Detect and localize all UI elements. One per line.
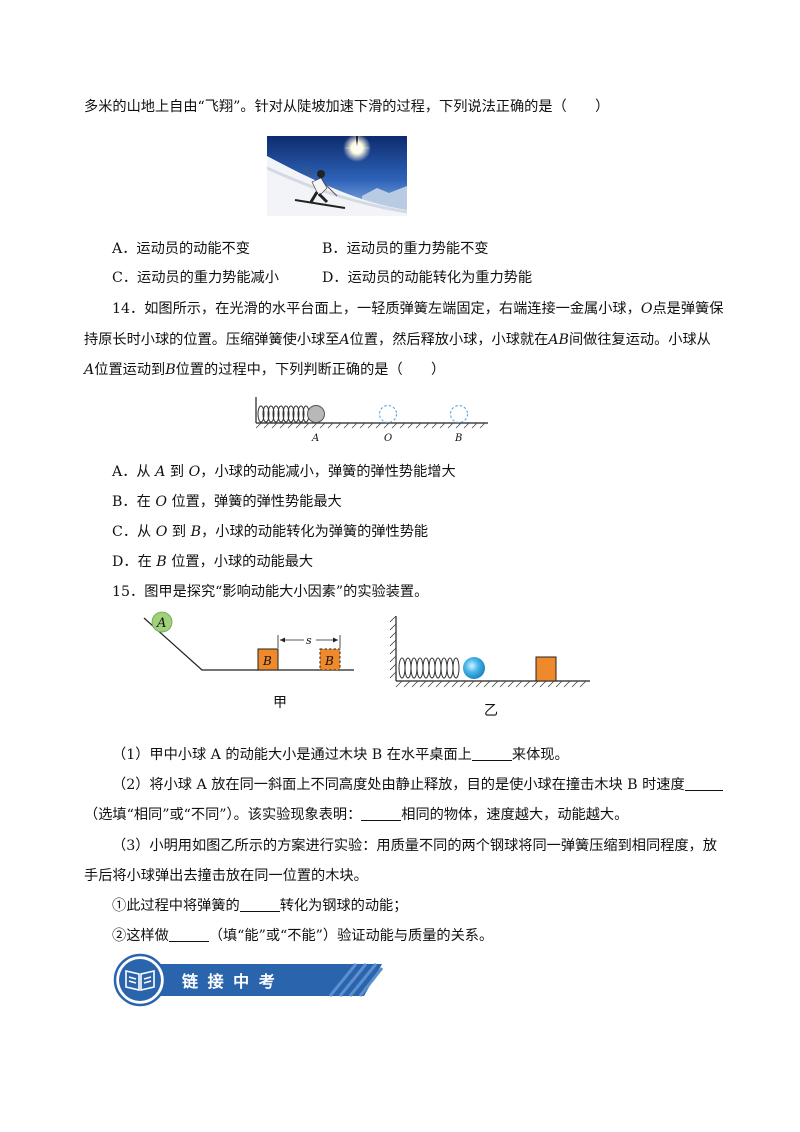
label-o: O	[384, 433, 392, 444]
answer-blank-4[interactable]	[239, 897, 280, 912]
q15-sub2: ②这样做（填“能”或“不能”）验证动能与质量的关系。	[112, 927, 494, 944]
q13-option-d: D．运动员的动能转化为重力势能	[322, 270, 533, 286]
svg-text:B: B	[262, 654, 272, 668]
label-b: B	[454, 433, 462, 444]
q13-option-c: C．运动员的重力势能减小	[112, 270, 279, 286]
q14-stem-line2: 持原长时小球的位置。压缩弹簧使小球至A位置，然后释放小球，小球就在AB间做往复运…	[84, 332, 711, 348]
q15-part3-line1: （3）小明用如图乙所示的方案进行实验：用质量不同的两个钢球将同一弹簧压缩到相同程…	[112, 838, 717, 854]
q14-option-a: A．从 A 到 O，小球的动能减小，弹簧的弹性势能增大	[112, 464, 456, 480]
figure-yi	[389, 614, 595, 688]
q14-stem-line1: 14．如图所示，在光滑的水平台面上，一轻质弹簧左端固定，右端连接一金属小球，O点…	[112, 301, 724, 317]
section-banner: 链 接 中 考	[112, 952, 392, 1008]
spring-icon	[398, 657, 460, 679]
skier-icon	[294, 165, 346, 209]
answer-blank-5[interactable]	[168, 927, 209, 942]
q15-stem: 15．图甲是探究“影响动能大小因素”的实验装置。	[112, 584, 429, 600]
svg-text:B: B	[324, 654, 334, 668]
q15-part2-line2: （选填“相同”或“不同”）。该实验现象表明：相同的物体，速度越大，动能越大。	[84, 806, 629, 823]
ball-position-b	[449, 404, 469, 424]
spring-figure: A O B	[252, 393, 492, 445]
ski-photo	[267, 136, 407, 216]
svg-text:A: A	[156, 616, 166, 631]
answer-blank-3[interactable]	[361, 806, 402, 821]
q15-part1: （1）甲中小球 A 的动能大小是通过木块 B 在水平桌面上来体现。	[112, 746, 569, 763]
distance-s: s	[306, 634, 312, 647]
q14-option-c: C．从 O 到 B，小球的动能转化为弹簧的弹性势能	[112, 524, 429, 540]
q14-option-d: D．在 B 位置，小球的动能最大	[112, 554, 314, 570]
q14-stem-line3: A位置运动到B位置的过程中，下列判断正确的是（ ）	[84, 362, 446, 378]
figure-jia-caption: 甲	[273, 695, 287, 711]
banner-title: 链 接 中 考	[182, 972, 277, 991]
ball-a	[151, 611, 173, 633]
label-a: A	[311, 433, 319, 444]
steel-ball	[463, 657, 485, 679]
block-b-moved	[319, 648, 341, 671]
figure-yi-caption: 乙	[484, 703, 498, 719]
q13-stem: 多米的山地上自由“飞翔”。针对从陡坡加速下滑的过程，下列说法正确的是（ ）	[84, 99, 610, 115]
answer-blank-1[interactable]	[471, 746, 512, 761]
ball-position-o	[378, 404, 398, 424]
metal-ball	[307, 405, 325, 423]
block-b	[257, 648, 279, 671]
wood-block	[535, 656, 557, 682]
q15-part2-line1: （2）将小球 A 放在同一斜面上不同高度处由静止释放，目的是使小球在撞击木块 B…	[112, 775, 723, 795]
q15-sub1: ①此过程中将弹簧的转化为钢球的动能；	[112, 897, 408, 914]
q13-option-b: B．运动员的重力势能不变	[322, 241, 489, 257]
spring-icon	[257, 405, 310, 423]
q13-option-a: A．运动员的动能不变	[112, 241, 250, 257]
book-icon	[125, 969, 155, 992]
answer-blank-2[interactable]	[684, 776, 723, 791]
q14-option-b: B．在 O 位置，弹簧的弹性势能最大	[112, 494, 342, 510]
figure-jia: A B B s	[140, 610, 360, 674]
q15-part3-line2: 手后将小球弹出去撞击放在同一位置的木块。	[84, 868, 368, 884]
